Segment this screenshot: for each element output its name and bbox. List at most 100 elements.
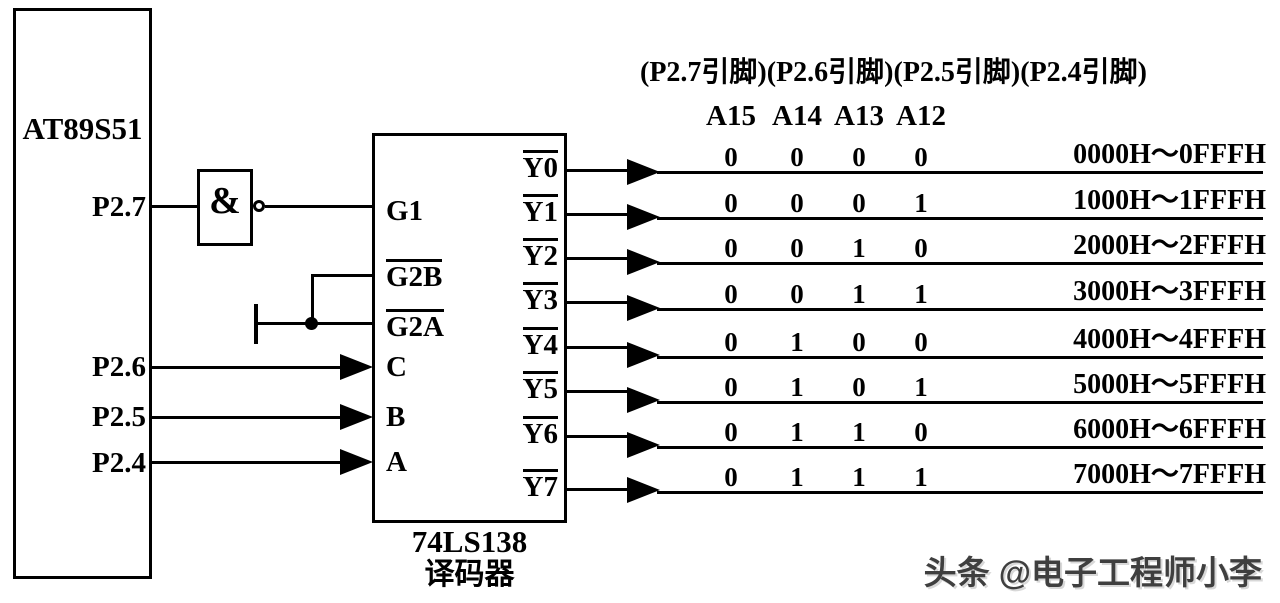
bit-cell: 0 bbox=[724, 279, 738, 309]
bit-cell: 0 bbox=[790, 188, 804, 218]
wire-g2b-vertical bbox=[311, 274, 314, 326]
decoder-output-label: Y2 bbox=[522, 238, 558, 272]
bit-cell: 1 bbox=[790, 462, 804, 492]
arrow-icon bbox=[340, 404, 373, 430]
decoder-input-label: C bbox=[386, 351, 407, 383]
decoder-output-label: Y1 bbox=[522, 194, 558, 228]
wire-y3 bbox=[565, 301, 635, 304]
decoder-output-label: Y3 bbox=[522, 282, 558, 316]
row-line bbox=[657, 491, 1263, 494]
not-gate bbox=[197, 169, 253, 246]
address-range: 1000H～1FFFH bbox=[1073, 185, 1266, 216]
bit-cell: 0 bbox=[724, 327, 738, 357]
address-range: 7000H～7FFFH bbox=[1073, 459, 1266, 490]
arrow-icon bbox=[627, 249, 660, 275]
decoder-output-y7: Y7 bbox=[460, 469, 558, 502]
wire-gate-to-g1 bbox=[265, 205, 372, 208]
column-header-a12: A12 bbox=[896, 100, 946, 132]
bit-cell: 0 bbox=[914, 417, 928, 447]
decoder-title: 74LS138 bbox=[411, 524, 528, 559]
address-range: 4000H～4FFFH bbox=[1073, 324, 1266, 355]
row-line bbox=[657, 356, 1263, 359]
bit-cell: 0 bbox=[914, 327, 928, 357]
decoder-output-label: Y4 bbox=[522, 327, 558, 361]
wire-y6 bbox=[565, 435, 635, 438]
mcu-box bbox=[13, 8, 152, 579]
row-line bbox=[657, 171, 1263, 174]
bit-cell: 0 bbox=[724, 372, 738, 402]
bit-cell: 1 bbox=[914, 188, 928, 218]
arrow-icon bbox=[340, 449, 373, 475]
decoder-input-g2a: G2A bbox=[386, 309, 444, 342]
wire-p25-to-b bbox=[150, 416, 342, 419]
decoder-input-c: C bbox=[386, 352, 407, 382]
decoder-input-g1: G1 bbox=[386, 196, 423, 226]
watermark: 头条 @电子工程师小李 bbox=[923, 554, 1262, 591]
bit-cell: 1 bbox=[852, 233, 866, 263]
decoder-input-label: G2A bbox=[386, 309, 444, 343]
bit-cell: 1 bbox=[790, 417, 804, 447]
address-range: 2000H～2FFFH bbox=[1073, 230, 1266, 261]
arrow-icon bbox=[627, 477, 660, 503]
row-line bbox=[657, 401, 1263, 404]
decoder-input-g2b: G2B bbox=[386, 259, 443, 293]
decoder-output-label: Y7 bbox=[522, 469, 558, 503]
bit-cell: 0 bbox=[852, 142, 866, 172]
and-symbol: & bbox=[209, 180, 241, 222]
wire-p26-to-c bbox=[150, 366, 342, 369]
decoder-input-label: A bbox=[386, 446, 407, 478]
row-line bbox=[657, 308, 1263, 311]
column-header-a14: A14 bbox=[772, 100, 822, 132]
bit-cell: 0 bbox=[790, 279, 804, 309]
decoder-output-label: Y5 bbox=[522, 371, 558, 405]
bit-cell: 1 bbox=[790, 372, 804, 402]
ground-symbol bbox=[254, 304, 258, 344]
wire-y2 bbox=[565, 257, 635, 260]
wire-y5 bbox=[565, 390, 635, 393]
bit-cell: 0 bbox=[852, 188, 866, 218]
pin-label-p27: P2.7 bbox=[92, 191, 146, 223]
arrow-icon bbox=[627, 204, 660, 230]
decoder-input-label: G2B bbox=[386, 259, 443, 293]
arrow-icon bbox=[627, 432, 660, 458]
decoder-output-label: Y0 bbox=[522, 150, 558, 184]
bit-cell: 0 bbox=[724, 462, 738, 492]
column-header-a15: A15 bbox=[706, 100, 756, 132]
wire-y0 bbox=[565, 169, 635, 172]
pin-header: (P2.7引脚)(P2.6引脚)(P2.5引脚)(P2.4引脚) bbox=[640, 57, 1148, 88]
row-line bbox=[657, 446, 1263, 449]
decoder-box bbox=[372, 133, 567, 523]
arrow-icon bbox=[627, 342, 660, 368]
pin-label-p24: P2.4 bbox=[92, 447, 146, 479]
mcu-title: AT89S51 bbox=[22, 111, 143, 146]
decoder-output-y3: Y3 bbox=[460, 282, 558, 315]
decoder-input-a: A bbox=[386, 447, 407, 477]
decoder-input-b: B bbox=[386, 402, 405, 432]
bit-cell: 0 bbox=[724, 233, 738, 263]
address-range: 5000H～5FFFH bbox=[1073, 369, 1266, 400]
arrow-icon bbox=[627, 387, 660, 413]
decoder-output-label: Y6 bbox=[522, 416, 558, 450]
bit-cell: 0 bbox=[724, 142, 738, 172]
decoder-output-y6: Y6 bbox=[460, 416, 558, 449]
bit-cell: 1 bbox=[852, 279, 866, 309]
bit-cell: 0 bbox=[914, 142, 928, 172]
bit-cell: 0 bbox=[790, 233, 804, 263]
wire-p24-to-a bbox=[150, 461, 342, 464]
pin-label-p26: P2.6 bbox=[92, 351, 146, 383]
row-line bbox=[657, 262, 1263, 265]
row-line bbox=[657, 217, 1263, 220]
bit-cell: 0 bbox=[852, 372, 866, 402]
bit-cell: 0 bbox=[914, 233, 928, 263]
address-range: 3000H～3FFFH bbox=[1073, 276, 1266, 307]
bit-cell: 0 bbox=[852, 327, 866, 357]
decoder-input-label: G1 bbox=[386, 195, 424, 227]
wire-g2b bbox=[311, 274, 372, 277]
address-range: 6000H～6FFFH bbox=[1073, 414, 1266, 445]
arrow-icon bbox=[627, 295, 660, 321]
pin-label-p25: P2.5 bbox=[92, 401, 146, 433]
address-range: 0000H～0FFFH bbox=[1073, 139, 1266, 170]
column-header-a13: A13 bbox=[834, 100, 884, 132]
wire-y4 bbox=[565, 346, 635, 349]
inverter-bubble-icon bbox=[253, 200, 265, 212]
